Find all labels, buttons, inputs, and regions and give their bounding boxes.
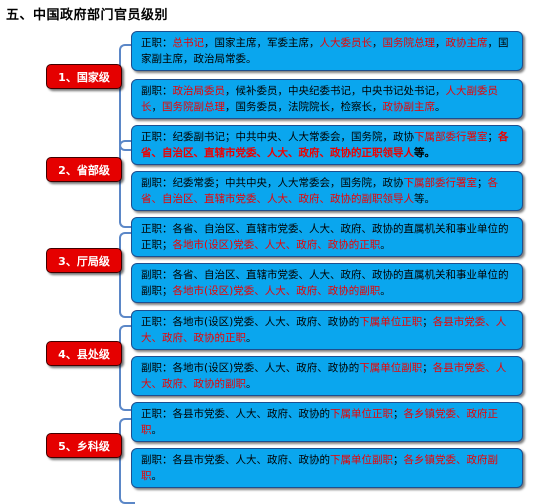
text-segment: 正职：纪委副书记；中共中央、人大常委会，国务院，政协 xyxy=(141,131,414,143)
text-segment: ，国家副主席，政治局常委。 xyxy=(141,37,509,65)
text-segment: 副职：各省、自治区、直辖市党委、人大、政府、政协的直属机关和事业单位的副职； xyxy=(141,269,509,297)
group-bracket xyxy=(119,232,135,318)
text-segment: 。 xyxy=(246,331,257,344)
text-segment: 。 xyxy=(380,284,391,297)
text-segment: 。 xyxy=(151,469,163,482)
level-bureau-principal-box: 正职：各省、自治区、直辖市党委、人大、政府、政协的直属机关和事业单位的正职；各地… xyxy=(131,217,523,257)
text-segment: 。 xyxy=(380,238,391,251)
level-county-principal-box: 正职：各地市(设区)党委、人大、政府、政协的下属单位正职；各县市党委、人大、政府… xyxy=(131,310,523,350)
text-segment: 国务院副总理 xyxy=(162,100,225,113)
text-segment: 人大副委员长 xyxy=(141,85,498,113)
text-segment: 下属部委行署室 xyxy=(414,131,488,143)
text-segment: ， xyxy=(435,37,446,49)
text-segment: 政协副主席 xyxy=(382,100,436,113)
text-segment: 。 xyxy=(151,423,163,436)
text-segment: 下属单位副职 xyxy=(359,362,423,374)
group-bracket xyxy=(119,140,135,228)
page-title: 五、中国政府部门官员级别 xyxy=(6,8,169,23)
text-segment: ，国家主席，军委主席， xyxy=(204,37,320,49)
text-segment: 总书记 xyxy=(172,37,205,49)
text-segment: 人大委员长 xyxy=(319,37,373,49)
text-segment: 各乡镇党委、政府正职 xyxy=(141,408,498,436)
text-segment: ； xyxy=(393,454,404,466)
text-segment: 下属部委行署室 xyxy=(403,177,478,189)
text-segment: 副职：各县市党委、人大、政府、政协的 xyxy=(141,454,330,466)
text-segment: 各省、自治区、直辖市党委、人大、政府、政协的正职领导人 xyxy=(141,131,509,159)
text-segment: 各县市党委、人大、政府、政协的副职 xyxy=(141,362,507,390)
text-segment: 。 xyxy=(246,377,257,390)
level-provincial-principal-box: 正职：纪委副书记；中共中央、人大常委会，国务院，政协下属部委行署室；各省、自治区… xyxy=(131,125,523,165)
text-segment: ； xyxy=(422,316,433,328)
text-segment: 政协主席 xyxy=(445,37,488,49)
level-township-principal-box: 正职：各县市党委、人大、政府、政协的下属单位正职；各乡镇党委、政府正职。 xyxy=(131,402,523,442)
text-segment: 副职： xyxy=(141,85,173,97)
text-segment: ， xyxy=(151,100,163,113)
level-label-county: 4、县处级 xyxy=(46,341,122,366)
text-segment: 等。 xyxy=(414,192,435,205)
text-segment: 正职： xyxy=(141,37,173,49)
level-national-principal-box: 正职：总书记，国家主席，军委主席，人大委员长，国务院总理，政协主席，国家副主席，… xyxy=(131,31,523,71)
text-segment: 正职：各县市党委、人大、政府、政协的 xyxy=(141,408,330,420)
level-label-provincial: 2、省部级 xyxy=(46,157,122,182)
group-bracket xyxy=(119,44,135,151)
level-label-bureau: 3、厅局级 xyxy=(46,248,122,273)
text-segment: 副职：各地市(设区)党委、人大、政府、政协的 xyxy=(141,362,360,374)
level-bureau-deputy-box: 副职：各省、自治区、直辖市党委、人大、政府、政协的直属机关和事业单位的副职；各地… xyxy=(131,263,523,303)
text-segment: 各省、自治区、直辖市党委、人大、政府、政协的副职领导人 xyxy=(141,177,498,205)
level-county-deputy-box: 副职：各地市(设区)党委、人大、政府、政协的下属单位副职；各县市党委、人大、政府… xyxy=(131,356,523,396)
group-bracket xyxy=(119,325,135,411)
level-provincial-deputy-box: 副职：纪委常委；中共中央，人大常委会，国务院，政协下属部委行署室；各省、自治区、… xyxy=(131,171,523,211)
text-segment: 各县市党委、人大、政府、政协的正职 xyxy=(141,316,507,344)
level-label-township: 5、乡科级 xyxy=(46,433,122,458)
text-segment: ； xyxy=(487,131,499,143)
level-national-deputy-box: 副职：政治局委员，候补委员，中央纪委书记，中央书记处书记，人大副委员长，国务院副… xyxy=(131,79,523,119)
text-segment: 下属单位正职 xyxy=(330,408,393,420)
text-segment: ，候补委员，中央纪委书记，中央书记处书记， xyxy=(225,85,446,97)
text-segment: 正职：各省、自治区、直辖市党委、人大、政府、政协的直属机关和事业单位的正职； xyxy=(141,223,509,251)
text-segment: 各地市(设区)党委、人大、政府、政协的副职 xyxy=(172,284,381,297)
text-segment: 等。 xyxy=(414,146,435,159)
text-segment: 。 xyxy=(435,100,446,113)
text-segment: 下属单位正职 xyxy=(359,316,423,328)
text-segment: 副职：纪委常委；中共中央，人大常委会，国务院，政协 xyxy=(141,177,404,189)
text-segment: ，国务委员，法院院长，检察长， xyxy=(225,100,383,113)
text-segment: 国务院总理 xyxy=(382,37,436,49)
text-segment: 正职：各地市(设区)党委、人大、政府、政协的 xyxy=(141,316,360,328)
level-township-deputy-box: 副职：各县市党委、人大、政府、政协的下属单位副职；各乡镇党委、政府副职。 xyxy=(131,448,523,488)
text-segment: ； xyxy=(477,177,488,189)
text-segment: ； xyxy=(422,362,433,374)
text-segment: 各乡镇党委、政府副职 xyxy=(141,454,498,482)
text-segment: ； xyxy=(393,408,404,420)
text-segment: 各地市(设区)党委、人大、政府、政协的正职 xyxy=(172,238,381,251)
text-segment: ， xyxy=(372,37,383,49)
level-label-national: 1、国家级 xyxy=(46,64,122,89)
text-segment: 下属单位副职 xyxy=(330,454,393,466)
text-segment: 政治局委员 xyxy=(172,85,226,97)
